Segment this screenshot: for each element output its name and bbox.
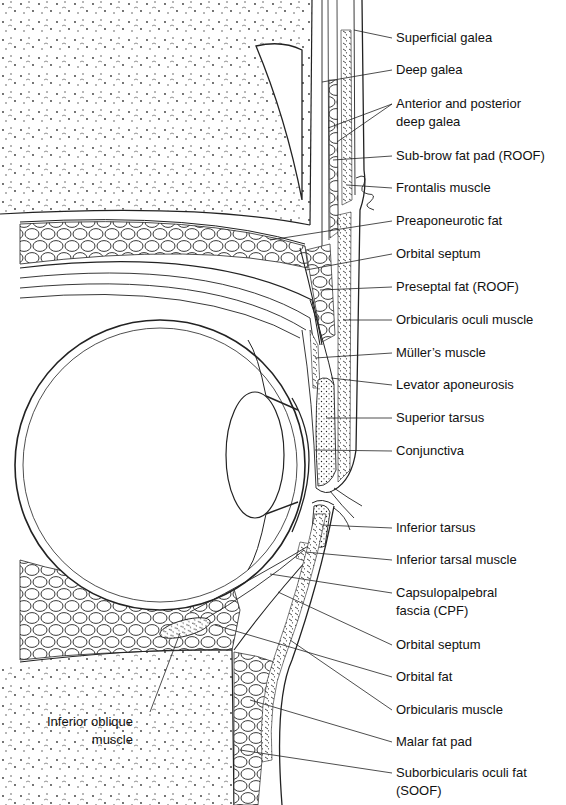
orbital-floor [20,650,234,805]
part-label: Frontalis muscle [396,179,564,197]
leader-lines [305,552,392,560]
part-label: Capsulopalpebral fascia (CPF) [396,584,516,620]
leader-lines [270,574,392,593]
eyelashes [334,508,350,530]
levator-aponeurosis [310,300,334,385]
part-label: Malar fat pad [396,733,564,751]
part-label: Sub-brow fat pad (ROOF) [396,147,564,165]
leader-lines [347,185,392,188]
part-label: Superior tarsus [396,409,564,427]
part-label: Superficial galea [396,29,564,47]
part-label: Preseptal fat (ROOF) [396,278,564,296]
orbicularis-muscle [261,514,326,762]
conjunctiva [302,330,316,488]
ciliary-body [248,340,266,570]
lid-margin [316,488,334,493]
leader-lines [150,30,392,773]
leader-lines [343,320,392,321]
leader-lines [320,287,392,290]
leader-lines [337,104,392,142]
leader-lines [326,418,392,419]
part-label: Suborbicularis oculi fat (SOOF) [396,764,532,800]
sub-brow-fat [329,80,338,238]
superior-tarsus [316,378,336,486]
frontal-sinus [256,44,302,200]
leader-lines [250,700,392,742]
superficial-galea [354,0,355,195]
capsulopalpebral-fascia [200,550,304,622]
frontal-bone [0,0,312,225]
leader-lines [215,625,392,677]
part-label: Anterior and posterior deep galea [396,95,546,131]
leader-lines [240,750,392,773]
part-label: Orbital septum [396,636,564,654]
deep-galea [322,0,323,250]
preaponeurotic-fat [20,222,308,268]
leader-lines [328,104,392,128]
part-label: Orbital septum [396,245,564,263]
maxilla [0,650,234,805]
leader-lines [306,254,392,270]
part-label: Levator aponeurosis [396,376,564,394]
globe [15,320,305,610]
cornea [292,398,309,532]
part-label: Inferior oblique muscle [25,713,133,749]
leader-lines [354,30,392,38]
leader-lines [333,156,392,160]
lens [226,392,284,518]
leader-lines [290,640,392,710]
eyelashes [330,488,362,518]
orbital-septum [300,248,322,345]
skin [334,0,365,490]
part-label: Inferior tarsal muscle [396,551,564,569]
leader-lines [270,221,392,240]
leader-lines [278,592,392,645]
part-label: Inferior tarsus [396,519,564,537]
part-label: Conjunctiva [396,442,564,460]
leader-lines [322,70,392,82]
orbicularis-oculi [338,212,351,482]
lid-margin [312,500,334,505]
deep-galea [328,0,329,240]
part-label: Deep galea [396,61,564,79]
sclera [23,328,297,602]
bone-cortex [310,0,312,225]
leader-lines [331,378,392,385]
part-label: Orbital fat [396,668,564,686]
leader-lines [150,633,180,712]
frontalis-insertion [356,176,374,210]
part-label: Orbicularis oculi muscle [396,311,564,329]
inferior-oblique [158,614,212,643]
preseptal-fat [306,244,335,342]
part-label: Preaponeurotic fat [396,212,564,230]
iris [266,396,298,514]
leader-lines [315,450,392,451]
part-label: Orbicularis muscle [396,701,564,719]
capsulopalpebral-fascia [190,545,310,612]
part-label: Müller’s muscle [396,344,564,362]
leader-lines [315,353,392,358]
leader-lines [322,525,392,528]
frontalis-muscle [341,30,352,205]
